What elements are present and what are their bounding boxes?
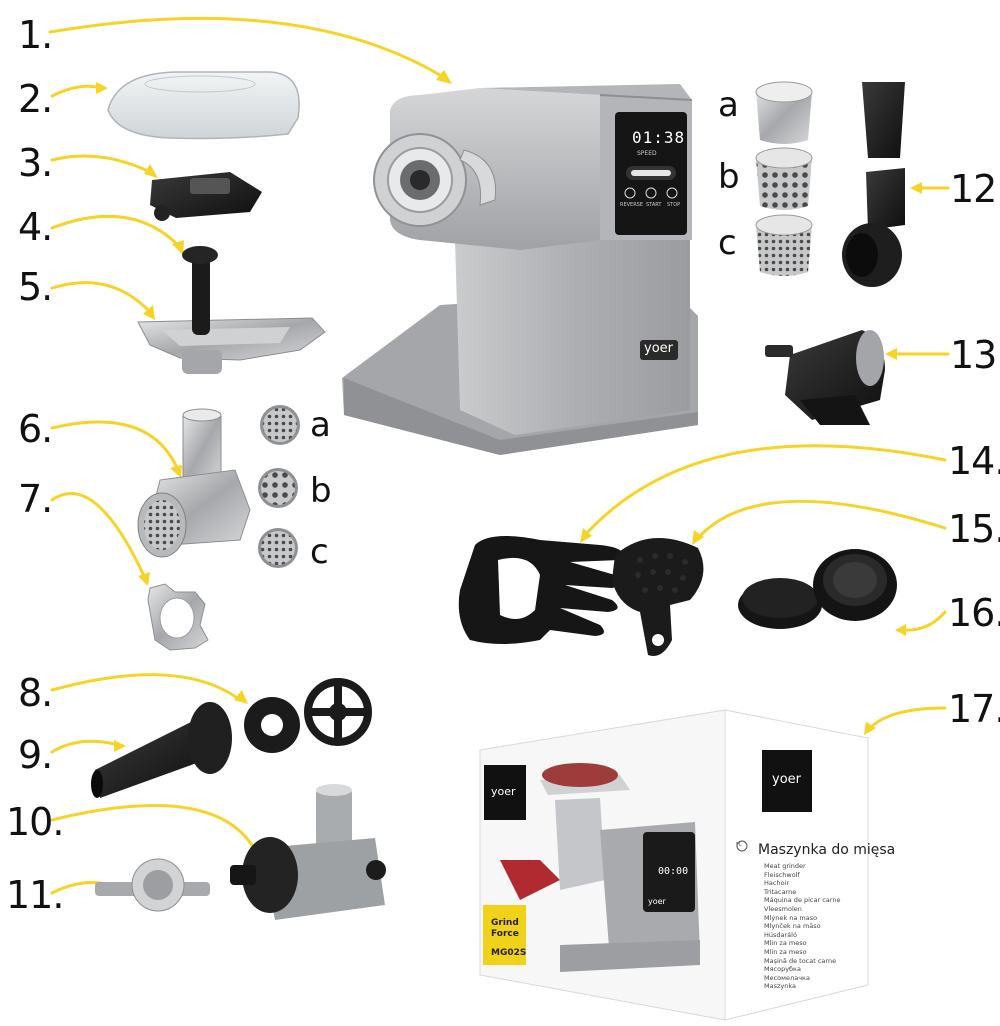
meat-grinder-unit [342,84,698,455]
translation-item: Vleesmolen [764,904,802,913]
model-label: MG02S [491,948,527,958]
label-12: 12. [950,167,1000,211]
label-11: 11. [6,873,64,917]
arrow-3 [50,154,152,174]
translation-item: Fleischwolf [764,870,800,879]
translation-item: Maszynka [764,982,796,991]
pointer-arrows [48,16,950,895]
label-3: 3. [18,141,53,185]
arrow-17 [868,706,947,730]
translation-item: Mlin za meso [764,947,807,956]
start-label: START [646,202,662,208]
label-16: 16. [948,591,1000,635]
grind-line-2: Force [491,929,519,939]
label-1: 1. [18,13,53,57]
translation-item: Meat grinder [764,862,806,870]
box-display: 00:00 [658,866,689,877]
plate-label-b: b [310,471,332,511]
stop-label: STOP [667,202,681,208]
meat-claws [458,536,623,644]
arrow-10 [50,803,257,852]
food-pusher-holder [150,172,262,221]
grinding-plates [258,405,300,568]
translation-item: Tritacarne [764,887,797,896]
drum-label-a: a [718,85,739,125]
box-title: Maszynka do mięsa [758,842,896,858]
plate-label-a: a [310,405,331,445]
arrow-8 [50,673,242,702]
label-15: 15. [948,507,1000,551]
arrow-14 [583,444,947,537]
label-5: 5. [18,265,53,309]
reverse-label: REVERSE [620,202,644,208]
label-17: 17. [948,687,1000,731]
translation-item: Mlin za meso [764,939,807,948]
ring-nut [147,583,209,651]
lang-badge: PL [736,842,742,848]
label-10: 10. [6,800,64,844]
translation-item: Máquina de picar carne [764,896,841,905]
speed-label: SPEED [637,150,657,157]
juice-press-housing [765,330,885,425]
drum-label-b: b [718,157,740,197]
grind-force-label: Grind Force [491,918,519,940]
juicer-attachment [230,784,386,920]
translation-item: Mașină de tocat carne [764,956,837,965]
arrow-2 [50,84,102,98]
box-front-brand: yoer [772,772,801,787]
kubbe-attachment [612,538,704,656]
translation-item: Мясорубка [764,965,801,974]
sausage-tube [91,702,232,798]
label-7: 7. [18,477,53,521]
box-side-brand: yoer [491,785,516,798]
arrow-4 [50,214,180,247]
retail-box [479,709,869,1021]
label-4: 4. [18,205,53,249]
label-6: 6. [18,407,53,451]
translation-item: Mlynček na mäso [764,922,821,931]
tray-lid [107,71,300,140]
arrow-5 [50,281,152,314]
slicer-attachment [842,82,905,287]
label-8: 8. [18,671,53,715]
burger-press [738,549,897,629]
label-2: 2. [18,77,53,121]
machine-display: 01:38 [632,128,686,147]
drum-label-c: c [718,223,737,263]
label-13: 13. [950,333,1000,377]
grinder-head [137,408,251,558]
arrow-9 [50,739,120,754]
translation-item: Месомелачка [764,973,810,982]
box-translations: Meat grinder Fleischwolf Hachoir Tritaca… [764,862,840,991]
slicer-drums [755,81,813,276]
meat-tray [137,317,326,374]
label-14: 14. [948,439,1000,483]
arrow-16 [900,610,947,632]
plate-label-c: c [310,532,329,572]
arrow-6 [50,420,180,472]
translation-item: Hachoir [764,879,790,888]
grind-line-1: Grind [491,918,519,928]
box-machine-brand: yoer [648,897,666,906]
translation-item: Húsdaráló [764,930,797,939]
food-stomper [182,246,218,335]
arrow-15 [696,499,947,540]
arrow-7 [50,492,147,580]
sausage-attachment-parts [244,678,372,753]
label-9: 9. [18,733,53,777]
translation-item: Mlýnek na maso [764,913,818,922]
arrow-1 [48,16,447,80]
auger-cap [95,858,210,912]
machine-brand: yoer [644,341,673,356]
